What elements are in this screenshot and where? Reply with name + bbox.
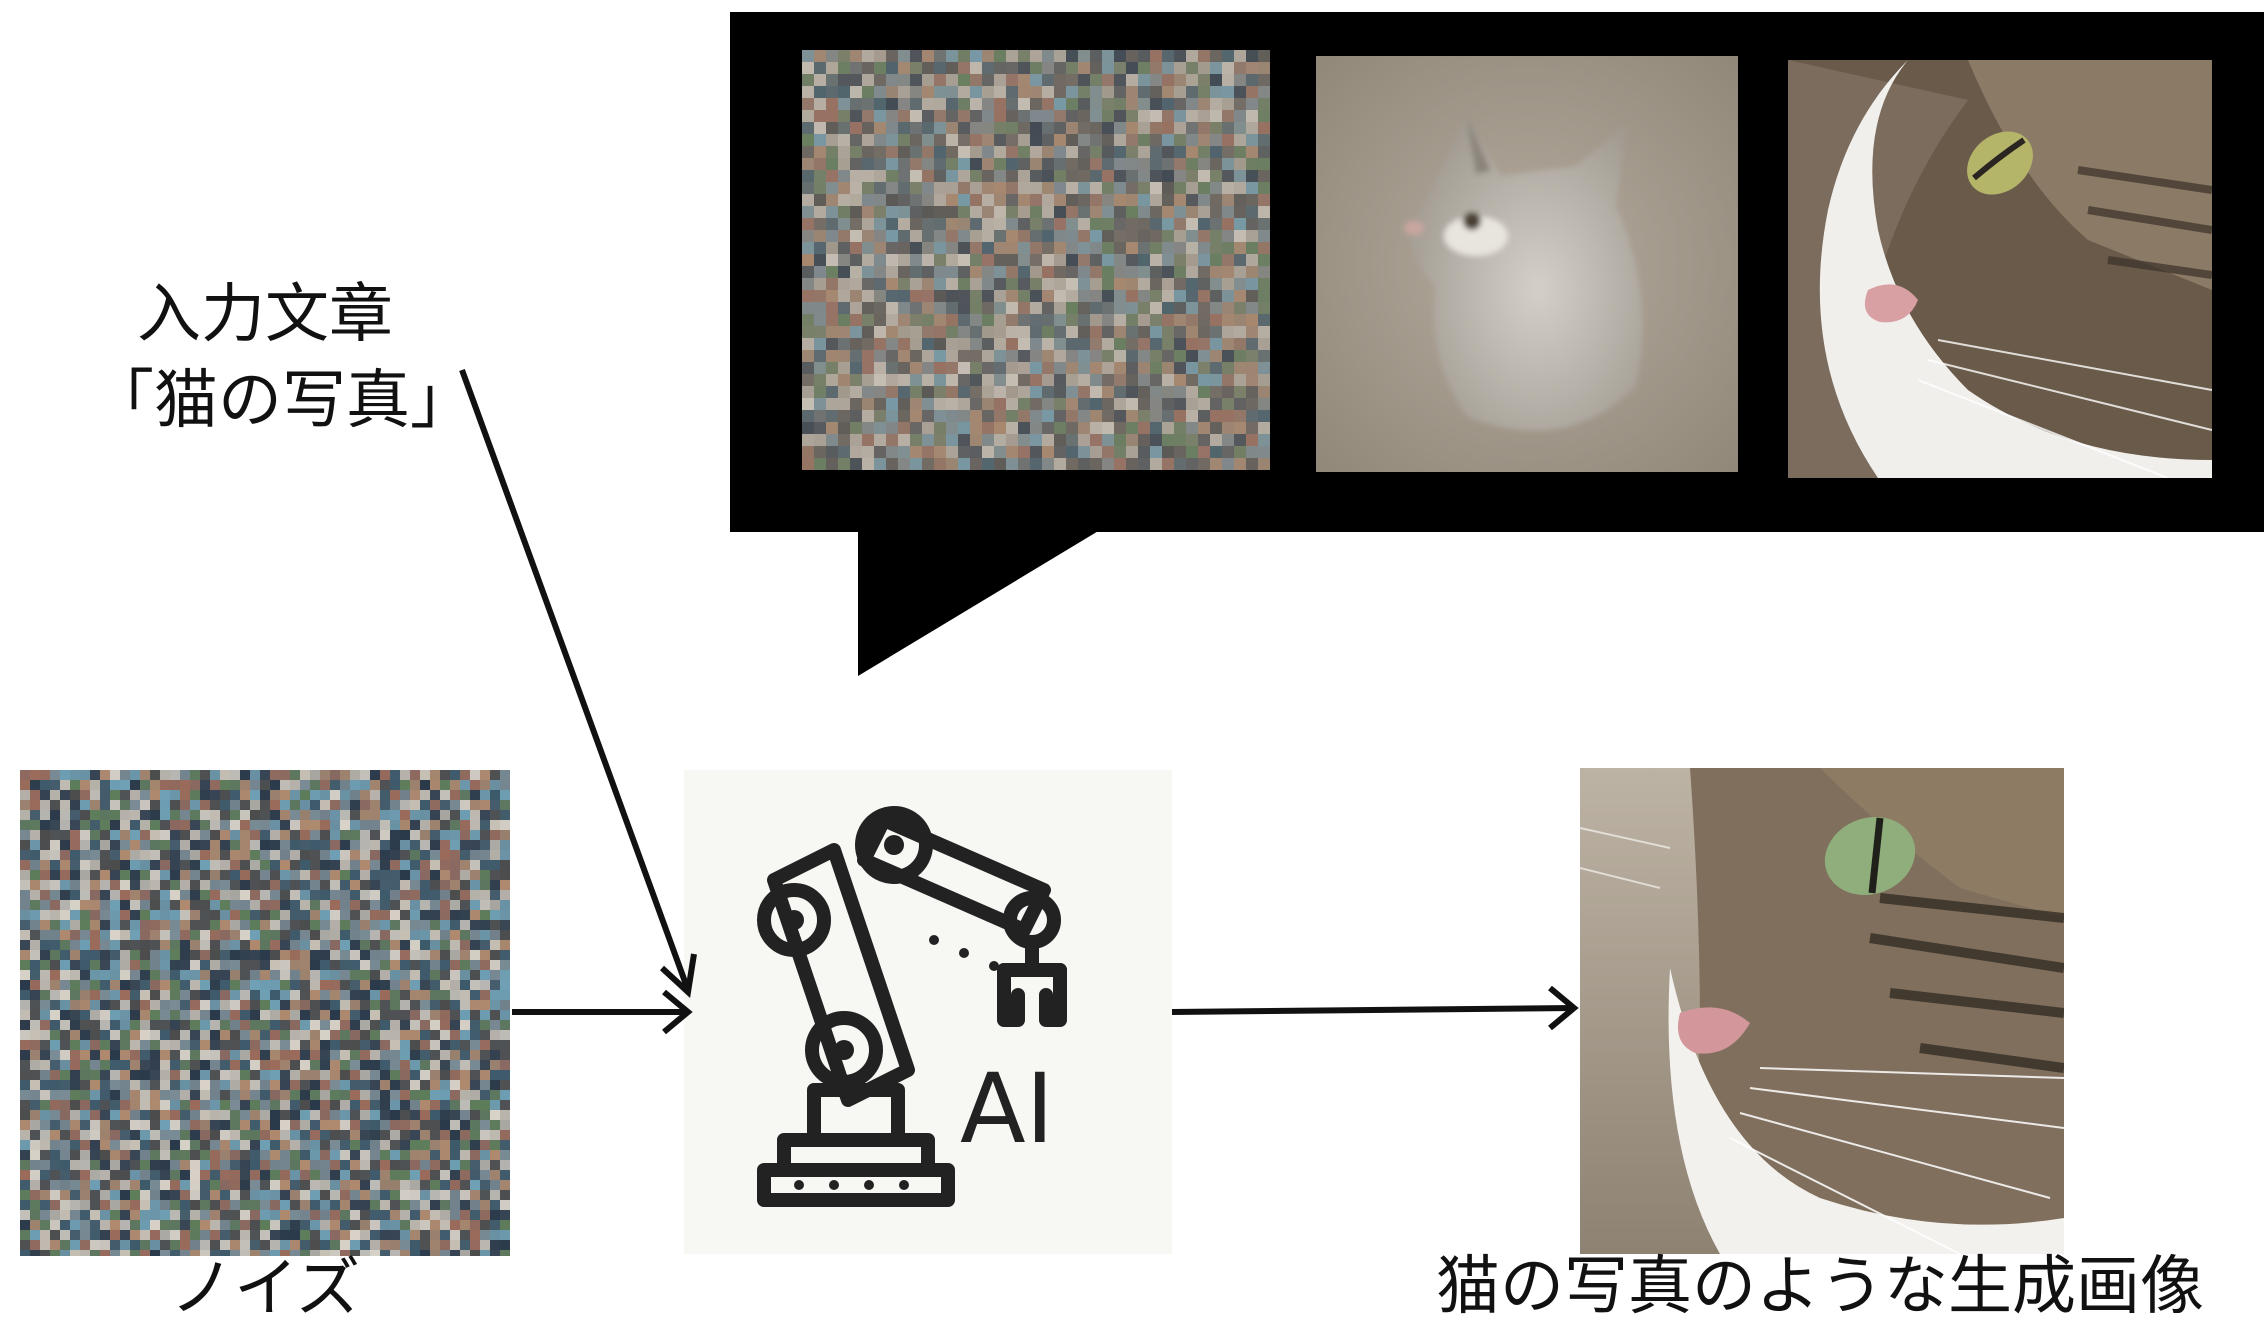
noisy-frame-icon <box>802 50 1270 470</box>
input-text-label-line2: 「猫の写真」 <box>90 364 474 438</box>
noise-image <box>20 770 510 1256</box>
output-label: 猫の写真のような生成画像 <box>1436 1250 2204 1324</box>
output-cat-photo-icon <box>1580 768 2064 1254</box>
noise-to-ai-arrowhead <box>662 989 693 1035</box>
text-to-ai-arrowhead <box>659 953 697 999</box>
blurry-cat-frame-icon <box>1316 56 1738 472</box>
text-to-ai-arrow <box>459 368 691 992</box>
noise-image-icon <box>20 770 510 1256</box>
bubble-frame-noisy <box>802 50 1270 470</box>
noise-label: ノイズ <box>169 1252 361 1326</box>
ai-model-panel: AI <box>684 770 1172 1254</box>
sharp-cat-frame-icon <box>1788 60 2212 478</box>
bubble-tail <box>858 530 1100 676</box>
robot-arm-icon: AI <box>757 806 1067 1207</box>
ai-to-output-arrow <box>1171 1005 1575 1015</box>
bubble-frame-blurry-cat <box>1316 56 1738 472</box>
ai-text-label: AI <box>960 1053 1054 1165</box>
ai-to-output-arrowhead <box>1548 985 1579 1031</box>
bubble-frame-sharp-cat <box>1788 60 2212 478</box>
input-text-label-line1: 入力文章 <box>137 278 393 352</box>
output-cat-image <box>1580 768 2064 1254</box>
